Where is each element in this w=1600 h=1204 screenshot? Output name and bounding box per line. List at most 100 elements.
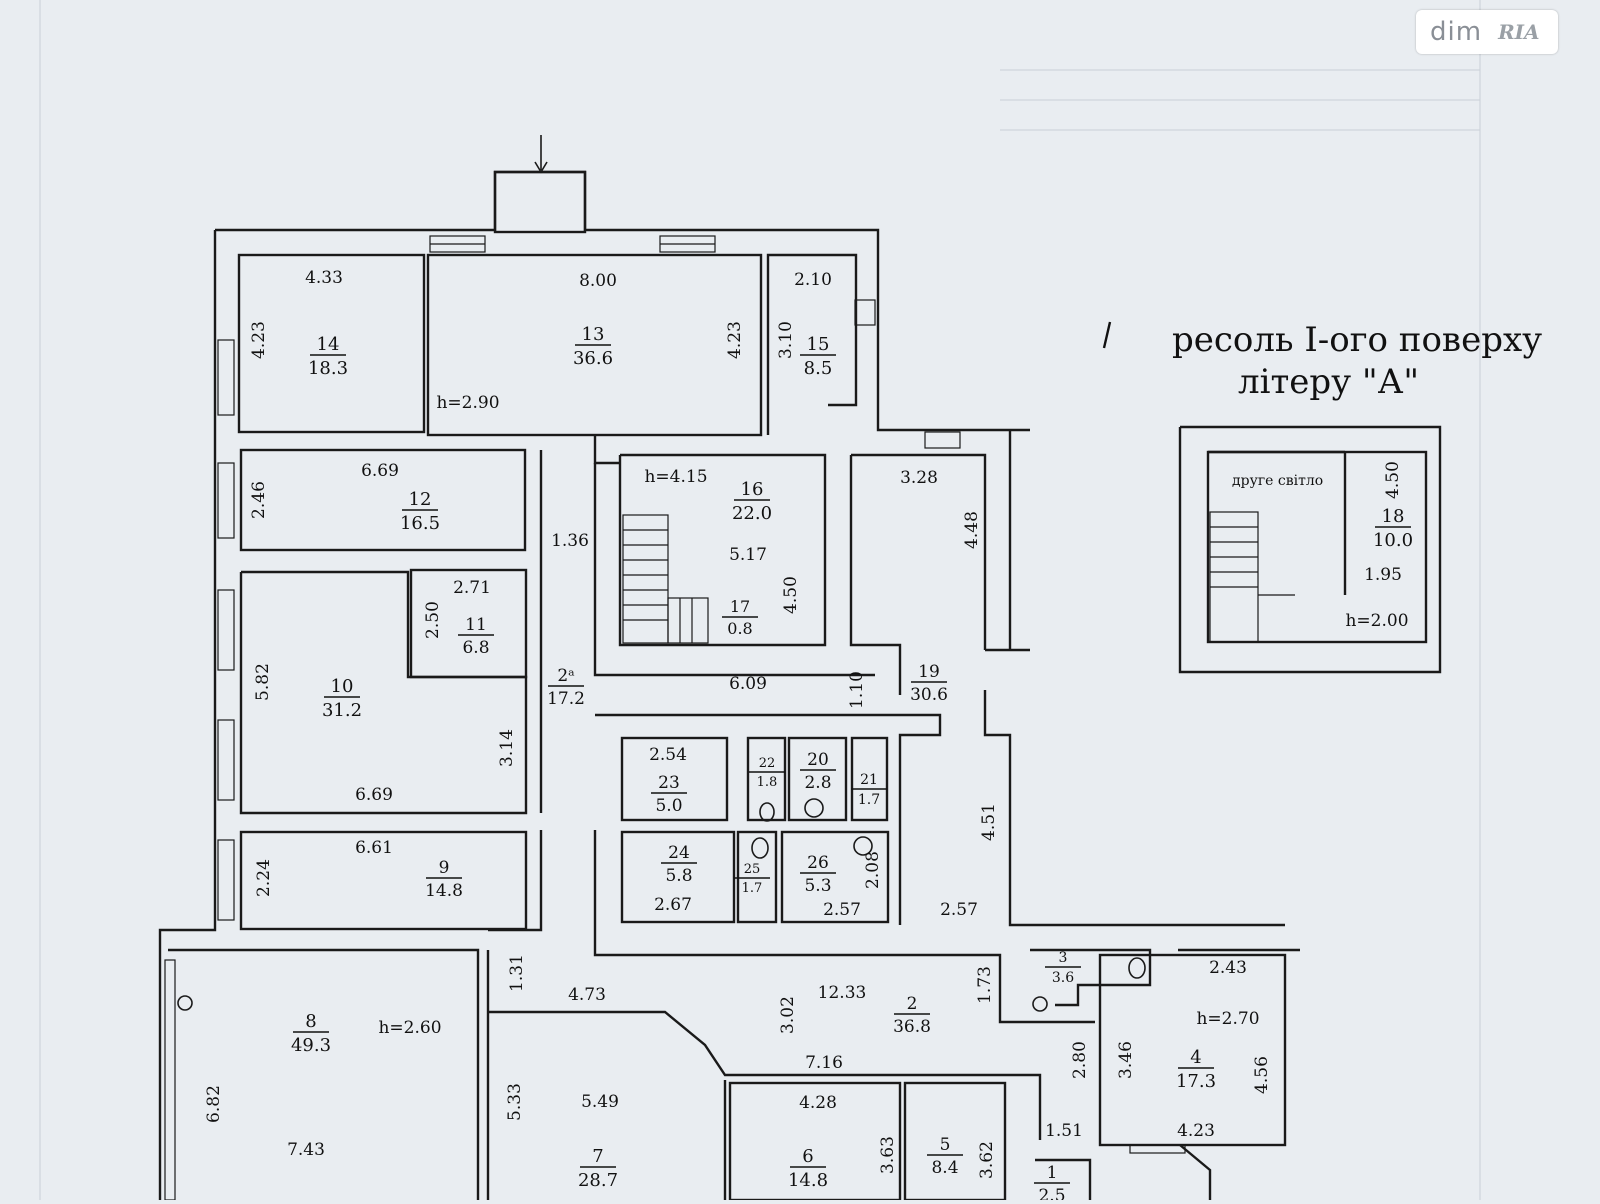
dimension-value: 5.33 (505, 1083, 525, 1121)
dimension-value: 4.23 (249, 321, 269, 359)
dimension-value: 2.50 (423, 601, 443, 639)
ceiling-height: h=2.70 (1196, 1009, 1259, 1029)
room-labels: 1418.31336.6158.51216.51622.0170.8116.81… (291, 324, 1413, 1204)
room-area: 10.0 (1373, 530, 1413, 551)
ceiling-height-labels: h=2.90 h=4.15 h=2.60 h=2.70 h=2.00 (378, 393, 1408, 1038)
dimension-value: 3.62 (977, 1141, 997, 1179)
dimension-value: 2.10 (794, 270, 832, 290)
plan-title-line2: літеру "А" (1238, 362, 1420, 402)
room-number: 25 (744, 862, 761, 877)
dimension-value: 3.63 (878, 1136, 898, 1174)
room-number: 26 (807, 853, 829, 873)
room-number: 5 (940, 1135, 951, 1155)
dimension-value: 4.23 (1177, 1121, 1215, 1141)
dimension-value: 4.73 (568, 985, 606, 1005)
room-area: 36.8 (893, 1017, 931, 1037)
dimension-value: 4.50 (1383, 461, 1403, 499)
room-number: 2 (907, 994, 918, 1014)
room-number: 16 (741, 479, 764, 500)
dimension-value: 1.73 (975, 966, 995, 1004)
ceiling-height: h=4.15 (644, 467, 707, 487)
room-area: 5.0 (655, 796, 682, 816)
room-number: 17 (730, 597, 750, 616)
room-area: 1.8 (757, 775, 778, 790)
room-area: 1.7 (742, 881, 763, 896)
dimension-value: 3.10 (776, 321, 796, 359)
room-area: 17.2 (547, 689, 585, 709)
ceiling-height: h=2.00 (1345, 611, 1408, 631)
dimension-value: 3.28 (900, 468, 938, 488)
dimension-value: 2.57 (823, 900, 861, 920)
dimension-value: 4.33 (305, 268, 343, 288)
dimension-value: 6.61 (355, 838, 393, 858)
dimension-value: 4.56 (1252, 1056, 1272, 1094)
dimension-value: 7.43 (287, 1140, 325, 1160)
room-area: 1.7 (858, 792, 880, 808)
room-area: 22.0 (732, 503, 772, 524)
room-area: 16.5 (400, 513, 440, 534)
room-number: 14 (317, 334, 340, 355)
room-number: 20 (807, 750, 829, 770)
room-number: 12 (409, 489, 432, 510)
room-number: 10 (331, 676, 354, 697)
room-area: 28.7 (578, 1170, 618, 1191)
dimension-value: 7.16 (805, 1053, 843, 1073)
room-number: 23 (658, 773, 680, 793)
inset-label: друге світло (1232, 473, 1323, 489)
room-number: 9 (439, 858, 450, 878)
ceiling-height: h=2.60 (378, 1018, 441, 1038)
room-area: 8.5 (804, 358, 833, 379)
room-area: 18.3 (308, 358, 348, 379)
room-number: 11 (465, 615, 487, 635)
dimension-value: 2.43 (1209, 958, 1247, 978)
dimension-value: 6.82 (204, 1085, 224, 1123)
dimension-value: 2.57 (940, 900, 978, 920)
room-number: 8 (305, 1011, 316, 1032)
room-number: 3 (1059, 950, 1068, 966)
room-area: 2.8 (804, 773, 831, 793)
plan-title-line1: ресоль I-ого поверху (1172, 320, 1543, 360)
room-number: 21 (860, 772, 878, 788)
dimension-value: 3.02 (778, 996, 798, 1034)
room-area: 14.8 (425, 881, 463, 901)
room-number: 13 (582, 324, 605, 345)
dimension-value: 5.49 (581, 1092, 619, 1112)
room-number: 7 (592, 1146, 603, 1167)
room-area: 3.6 (1052, 970, 1074, 986)
dimension-value: 2.54 (649, 745, 687, 765)
watermark-logo: dim RIA (1416, 10, 1558, 54)
room-area: 5.8 (665, 866, 692, 886)
dimension-value: 4.51 (979, 803, 999, 841)
room-area: 14.8 (788, 1170, 828, 1191)
dimension-value: 4.48 (962, 511, 982, 549)
dimension-value: 2.08 (863, 851, 883, 889)
dimension-value: 1.36 (551, 531, 589, 551)
dimension-value: 2.71 (453, 578, 491, 598)
room-area: 5.3 (804, 876, 831, 896)
room-number: 15 (807, 334, 830, 355)
watermark-brand: dim (1430, 17, 1483, 47)
dimension-value: 1.51 (1045, 1121, 1083, 1141)
room-area: 31.2 (322, 700, 362, 721)
room-area: 30.6 (910, 685, 948, 705)
dimension-value: 1.10 (847, 671, 867, 709)
room-number: 6 (802, 1146, 813, 1167)
dimension-value: 3.14 (497, 729, 517, 767)
dimension-value: 2.24 (254, 859, 274, 897)
dimension-value: 2.67 (654, 895, 692, 915)
room-area: 49.3 (291, 1035, 331, 1056)
room-area: 0.8 (727, 619, 752, 638)
dimension-value: 4.50 (781, 576, 801, 614)
dimension-value: 1.31 (507, 954, 527, 992)
dimension-value: 8.00 (579, 271, 617, 291)
room-area: 6.8 (462, 638, 489, 658)
dimension-value: 6.69 (355, 785, 393, 805)
dimension-value: 6.09 (729, 674, 767, 694)
dimension-value: 12.33 (818, 983, 867, 1003)
dimension-value: 5.82 (253, 663, 273, 701)
room-number: 1 (1047, 1163, 1058, 1183)
ceiling-height: h=2.90 (436, 393, 499, 413)
